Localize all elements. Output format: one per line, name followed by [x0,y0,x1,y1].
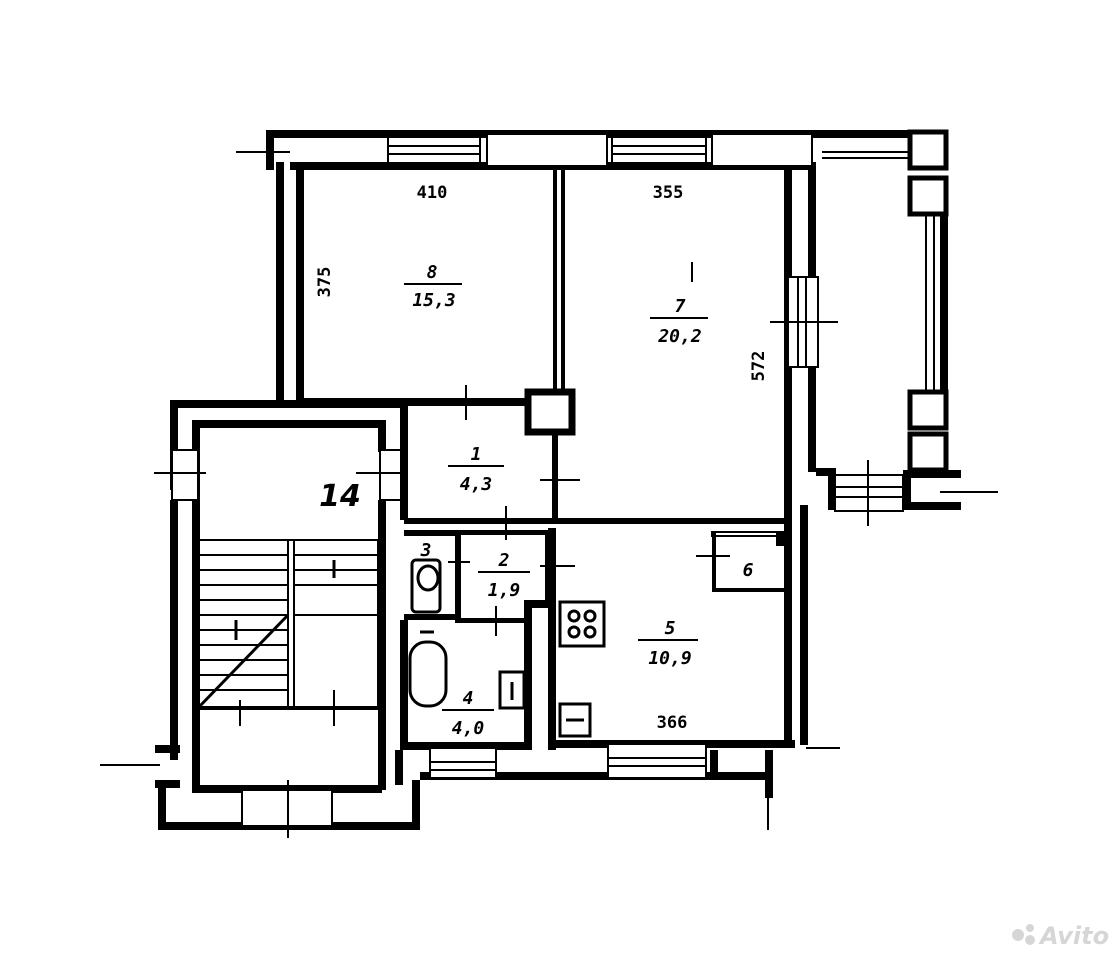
kitchen-sink-icon [558,702,592,738]
room-2-number: 2 [498,550,510,571]
room-1-number: 1 [471,444,482,465]
room-2-area: 1,9 [488,580,521,601]
toilet-icon [410,558,442,614]
room-8-depth-dimension: 375 [315,267,335,298]
room-7-width-dimension: 355 [653,183,684,203]
room-4-label: 4 4,0 [442,688,494,739]
room-7-number: 7 [675,296,686,317]
room-8-area: 15,3 [412,290,455,311]
staircase [196,539,379,710]
room-5-width-dimension: 366 [657,713,688,733]
room-7-depth-dimension: 572 [749,351,769,382]
room-8-width-dimension: 410 [417,183,448,203]
windows [171,133,819,827]
room-1-area: 4,3 [460,474,493,495]
room-8-number: 8 [427,262,438,283]
door-markers [100,151,998,838]
sink-icon [498,670,526,710]
balcony [816,129,961,512]
room-4-area: 4,0 [452,718,485,739]
avito-watermark: Avito [1012,922,1109,950]
stairwell-number: 14 [319,479,361,514]
room-5-area: 10,9 [648,648,691,669]
room-7-label: 7 20,2 [650,296,708,347]
room-4-number: 4 [463,688,474,709]
interior-walls [296,170,786,750]
room-5-number: 5 [665,618,676,639]
room-8-label: 8 15,3 [404,262,462,311]
room-7-area: 20,2 [657,326,701,347]
room-5-label: 5 10,9 [638,618,698,669]
room-1-label: 1 4,3 [448,444,504,495]
stove-icon [558,600,606,648]
watermark-text: Avito [1038,922,1109,950]
room-3-number: 3 [420,540,432,561]
bathtub-icon [408,630,448,708]
room-6-number: 6 [743,560,754,581]
room-2-label: 2 1,9 [478,550,530,601]
